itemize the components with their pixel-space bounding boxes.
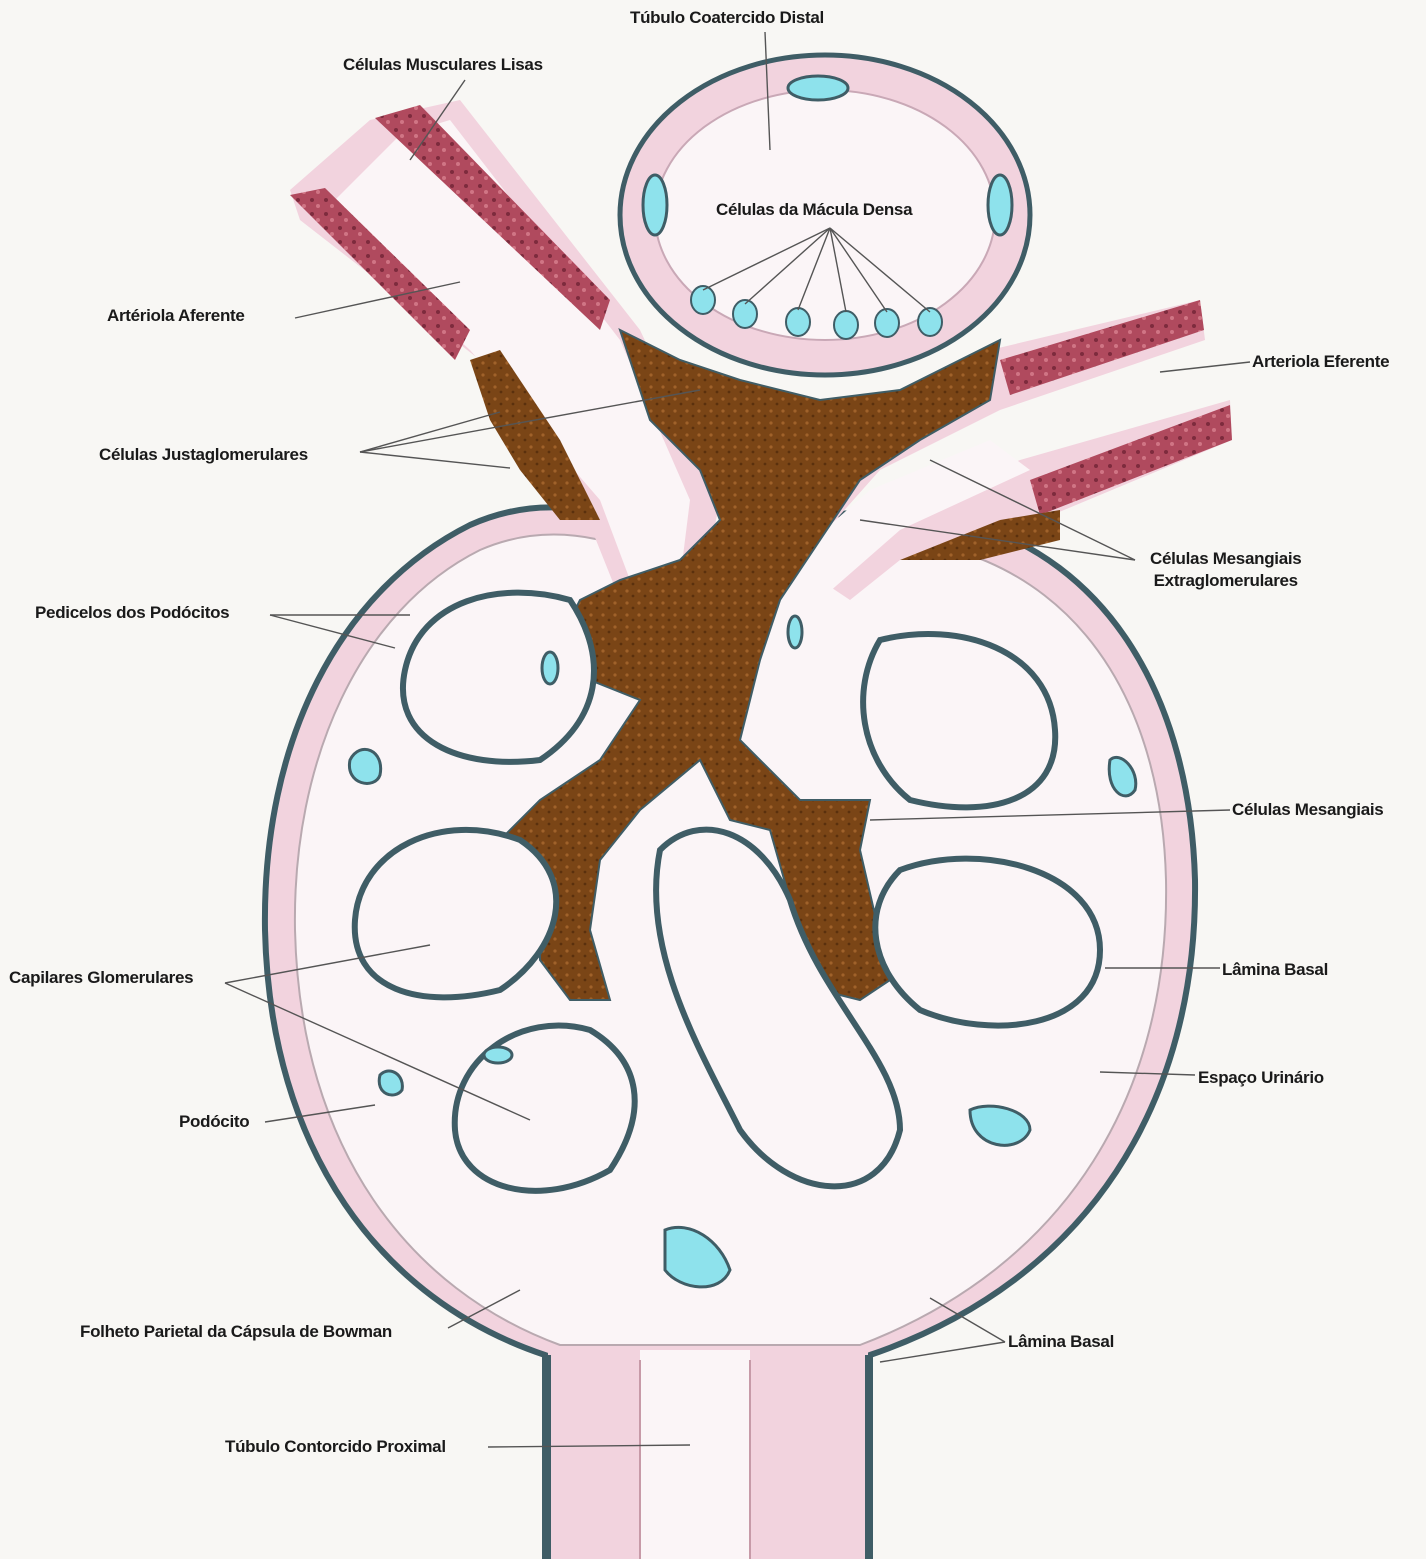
label-juxtaglomerular: Células Justaglomerulares bbox=[99, 445, 308, 465]
label-parietal-layer: Folheto Parietal da Cápsula de Bowman bbox=[80, 1322, 392, 1342]
proximal-tubule bbox=[548, 1350, 868, 1559]
label-glomerular-capillaries: Capilares Glomerulares bbox=[9, 968, 193, 988]
label-basal-lamina-right: Lâmina Basal bbox=[1222, 960, 1328, 980]
label-extraglomerular-mesangial: Células Mesangiais Extraglomerulares bbox=[1150, 548, 1301, 592]
label-macula-densa: Células da Mácula Densa bbox=[716, 200, 912, 220]
label-pedicels: Pedicelos dos Podócitos bbox=[35, 603, 229, 623]
label-podocyte: Podócito bbox=[179, 1112, 249, 1132]
label-urinary-space: Espaço Urinário bbox=[1198, 1068, 1324, 1088]
label-basal-lamina-bottom: Lâmina Basal bbox=[1008, 1332, 1114, 1352]
label-extraglomerular-line2: Extraglomerulares bbox=[1150, 570, 1301, 592]
label-smooth-muscle: Células Musculares Lisas bbox=[343, 55, 543, 75]
label-mesangial: Células Mesangiais bbox=[1232, 800, 1383, 820]
label-afferent-arteriole: Artériola Aferente bbox=[107, 306, 245, 326]
label-extraglomerular-line1: Células Mesangiais bbox=[1150, 548, 1301, 570]
label-distal-tubule: Túbulo Coatercido Distal bbox=[630, 8, 824, 28]
label-efferent-arteriole: Arteriola Eferente bbox=[1252, 352, 1389, 372]
label-proximal-tubule: Túbulo Contorcido Proximal bbox=[225, 1437, 446, 1457]
